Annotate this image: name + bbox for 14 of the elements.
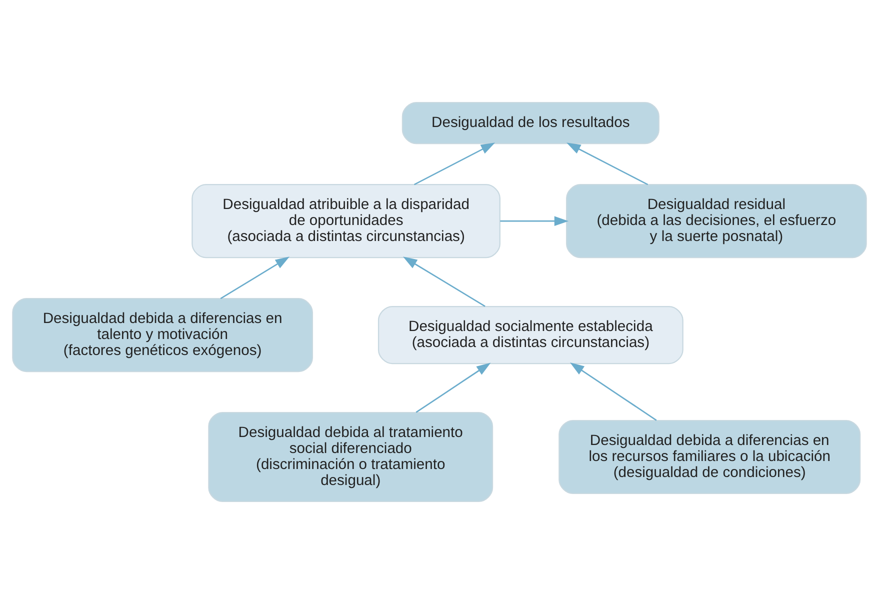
arrow xyxy=(570,362,657,420)
node-box: Desigualdad debida a diferencias en talento y motivación (factores genéticos exógenos) xyxy=(12,298,313,372)
arrow xyxy=(220,256,290,299)
node-box: Desigualdad socialmente establecida (asociada a distintas circunstancias) xyxy=(378,306,684,364)
node-box: Desigualdad atribuible a la disparidad de oportunidades (asociada a distintas circunstancias) xyxy=(192,184,500,258)
node-box: Desigualdad debida al tratamiento social diferenciado (discriminación o tratamiento desigual) xyxy=(208,411,494,502)
node-box: Desigualdad de los resultados xyxy=(402,102,660,144)
node-box: Desigualdad residual (debida a las decisiones, el esfuerzo y la suerte posnatal) xyxy=(566,184,867,258)
arrow xyxy=(414,142,496,185)
arrow xyxy=(566,142,648,185)
arrow xyxy=(416,362,491,412)
arrow xyxy=(403,256,486,306)
arrow xyxy=(500,216,569,226)
node-box: Desigualdad debida a diferencias en los recursos familiares o la ubicación (desigualdad de condiciones) xyxy=(558,419,861,494)
